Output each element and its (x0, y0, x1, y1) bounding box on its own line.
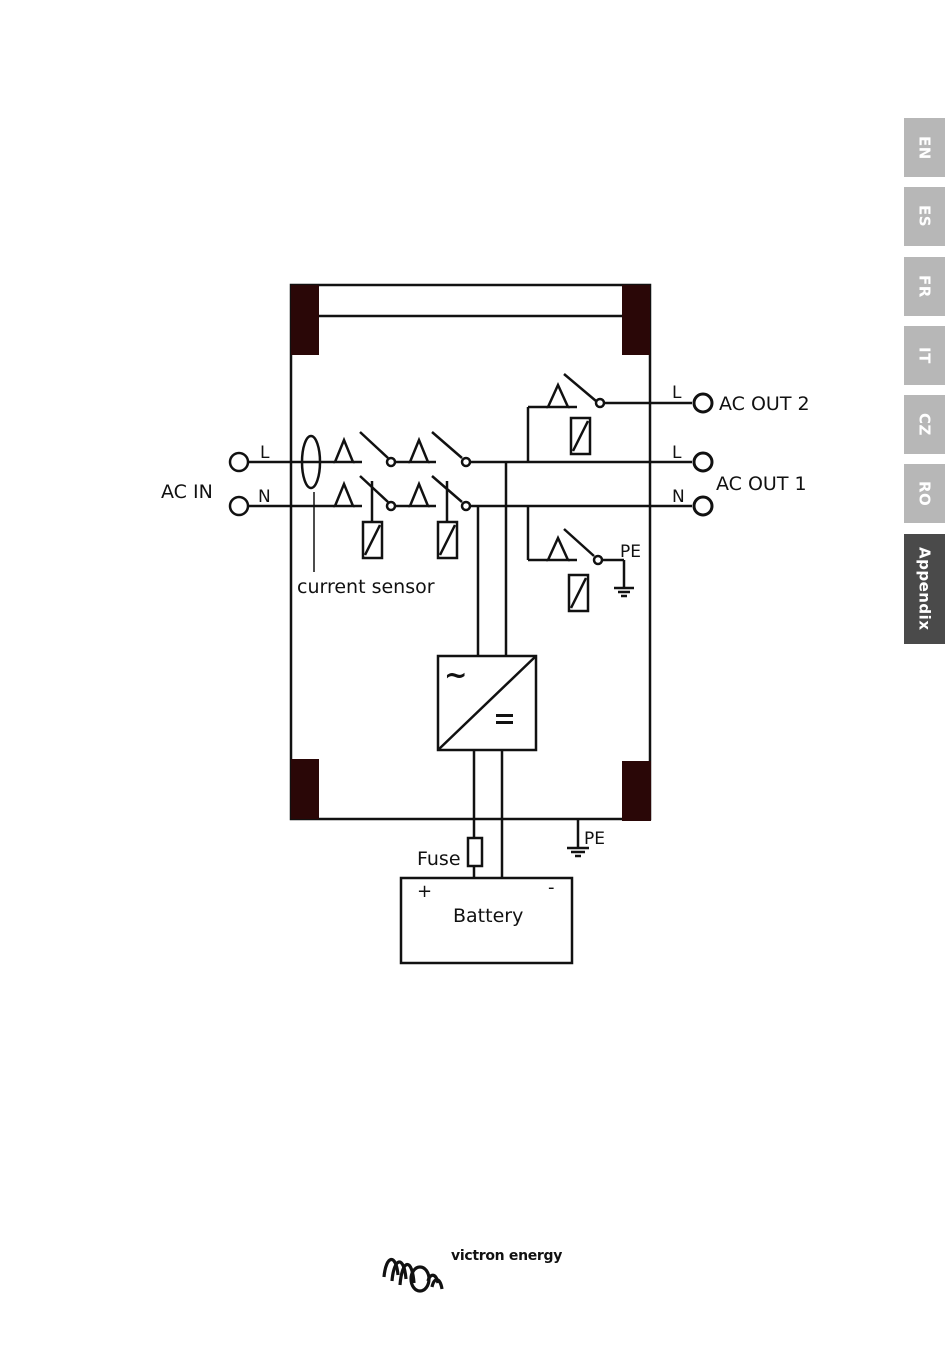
pe-relay-label: PE (620, 542, 641, 562)
tab-es[interactable]: ES (904, 187, 945, 246)
ac-out2-l-terminal (694, 394, 712, 412)
enclosure-frame (291, 285, 650, 819)
ac-in-label: AC IN (161, 481, 213, 503)
battery-plus-label: + (417, 881, 432, 902)
tab-fr[interactable]: FR (904, 257, 945, 316)
corner-block-tr (622, 285, 650, 355)
ac-in-n-label: N (258, 487, 271, 507)
converter-ac-symbol: ~ (444, 658, 467, 691)
ac-out-1-label: AC OUT 1 (716, 473, 807, 495)
ac-out1-n-terminal (694, 497, 712, 515)
ac-in-n-terminal (230, 497, 248, 515)
converter-dc-symbol: = (0, 0, 1, 1)
battery-minus-label: - (548, 877, 555, 898)
corner-block-tl (291, 285, 319, 355)
tab-it[interactable]: IT (904, 326, 945, 385)
ac-out1-l-terminal (694, 453, 712, 471)
tab-ro[interactable]: RO (904, 464, 945, 523)
corner-block-bl (291, 759, 319, 819)
tab-en[interactable]: EN (904, 118, 945, 177)
brand-name: victron energy (451, 1248, 562, 1264)
current-sensor-label: current sensor (297, 576, 435, 598)
tab-cz[interactable]: CZ (904, 395, 945, 454)
ac-in-l-terminal (230, 453, 248, 471)
ac-in-l-label: L (260, 443, 270, 463)
tab-appendix[interactable]: Appendix (904, 534, 945, 644)
ac-out-2-label: AC OUT 2 (719, 393, 810, 415)
corner-block-br (622, 761, 651, 821)
victron-logo-icon (380, 1247, 446, 1297)
ac-out1-n-label: N (672, 487, 685, 507)
ac-out2-l-label: L (672, 383, 682, 403)
ac-out1-l-label: L (672, 443, 682, 463)
battery-label: Battery (453, 905, 523, 927)
fuse-label: Fuse (417, 848, 461, 870)
pe-ground-label: PE (584, 829, 605, 849)
fuse-icon (468, 838, 482, 866)
